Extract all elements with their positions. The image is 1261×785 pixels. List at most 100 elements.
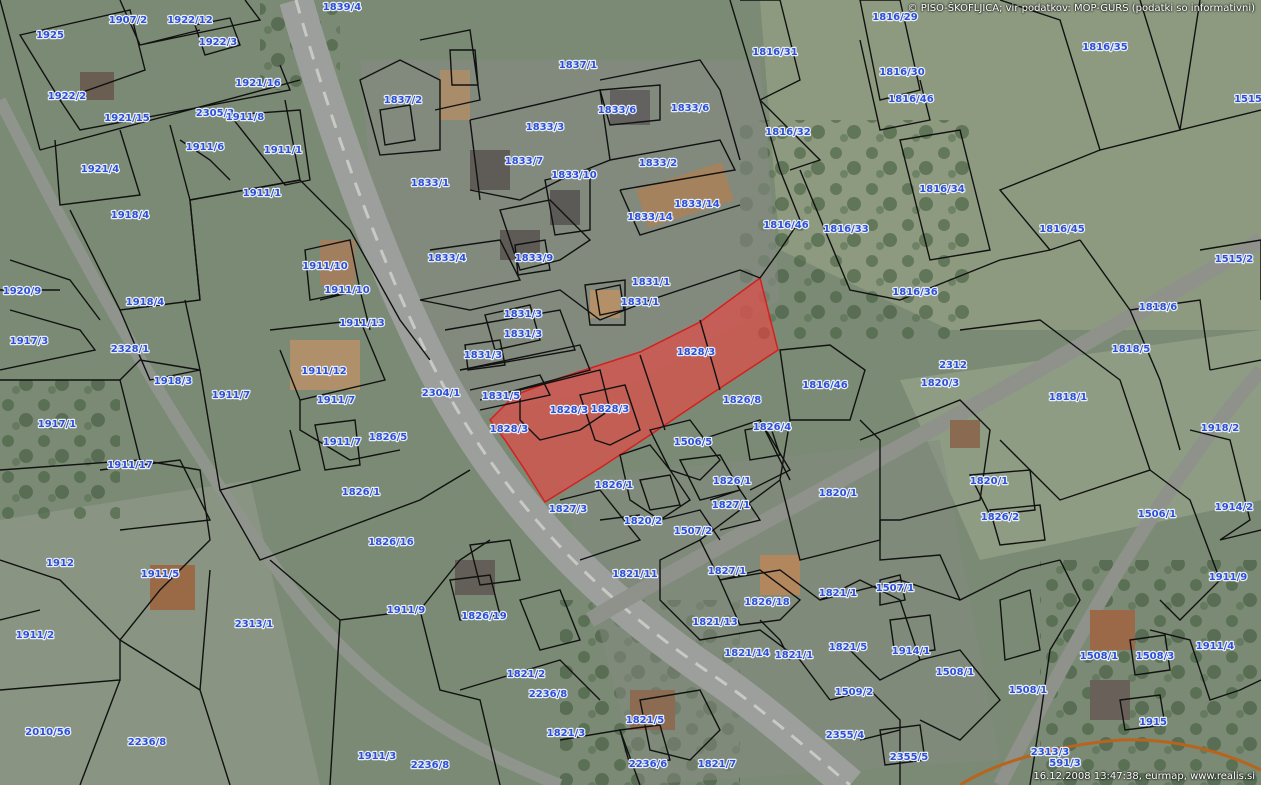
parcel-label: 1508/1 [1009,685,1047,696]
parcel-label: 1911/8 [226,112,264,123]
parcel-label: 1816/46 [802,380,847,391]
parcel-label: 2236/8 [529,689,567,700]
parcel-label: 1816/35 [1082,42,1127,53]
parcel-label: 1911/7 [317,395,355,406]
parcel-label: 1911/9 [387,605,425,616]
parcel-label: 1831/3 [504,309,542,320]
parcel-label: 1911/10 [324,285,369,296]
parcel-label: 591/3 [1049,758,1081,769]
parcel-label: 1821/5 [626,715,664,726]
village-area [360,60,780,420]
parcel-label: 1831/5 [482,391,520,402]
parcel-label: 1820/1 [819,488,857,499]
parcel-label: 1818/5 [1112,344,1150,355]
parcel-label: 1818/6 [1139,302,1177,313]
parcel-label: 1833/10 [551,170,596,181]
parcel-label: 1911/17 [107,460,152,471]
parcel-label: 2010/56 [25,727,70,738]
parcel-label: 1816/32 [765,127,810,138]
parcel-label: 1509/2 [835,687,873,698]
buildings [80,70,1135,730]
parcel-label: 1911/9 [1209,572,1247,583]
parcel-label: 1816/46 [763,220,808,231]
highlighted-parcel-polygon[interactable] [489,276,779,504]
parcel-label: 1831/1 [632,277,670,288]
parcel-label: 1816/34 [919,184,964,195]
parcel-label: 1828/3 [591,404,629,415]
parcel-label: 1833/7 [505,156,543,167]
parcel-label: 1911/5 [141,569,179,580]
parcel-label: 1515 [1234,94,1261,105]
parcel-label: 2236/6 [629,759,667,770]
parcel-label: 1833/2 [639,158,677,169]
parcel-label: 1820/3 [921,378,959,389]
parcel-label: 1508/1 [1080,651,1118,662]
parcel-label: 1508/3 [1136,651,1174,662]
parcel-label: 1826/1 [342,487,380,498]
parcel-label: 1816/36 [892,287,937,298]
parcel-label: 1828/3 [550,405,588,416]
parcel-label: 1911/1 [264,145,302,156]
parcel-label: 1911/13 [339,318,384,329]
parcel-label: 1826/1 [713,476,751,487]
rail-line-east [585,233,1261,627]
parcel-label: 1816/46 [888,94,933,105]
parcel-label: 1826/2 [981,512,1019,523]
parcel-label: 1922/12 [167,15,212,26]
parcel-label: 1833/6 [671,103,709,114]
parcel-label: 1837/1 [559,60,597,71]
parcel-label: 2305/3 [196,108,234,119]
parcel-label: 1911/4 [1196,641,1234,652]
parcel-label: 1831/3 [464,350,502,361]
parcel-label: 1911/12 [301,366,346,377]
parcel-label: 1826/4 [753,422,791,433]
meadow-east [900,330,1261,560]
parcel-label: 1515/2 [1215,254,1253,265]
parcel-label: 1507/2 [674,526,712,537]
parcel-label: 1827/3 [549,504,587,515]
parcel-label: 1506/5 [674,437,712,448]
parcel-label: 1816/29 [872,12,917,23]
parcel-label: 1821/11 [612,569,657,580]
parcel-label: 1911/1 [243,188,281,199]
parcel-label: 1921/4 [81,164,119,175]
parcel-label: 1820/1 [970,476,1008,487]
parcel-label: 1816/45 [1039,224,1084,235]
road-centerline [294,0,851,785]
parcel-label: 1833/14 [627,212,672,223]
map-timestamp: 16.12.2008 13:47:38, eurmap, www.realis.… [1033,771,1255,782]
parcel-label: 1911/7 [323,437,361,448]
parcel-label: 1816/33 [823,224,868,235]
parcel-label: 1918/4 [111,210,149,221]
parcel-label: 1826/19 [461,611,506,622]
parcel-label: 1827/1 [708,566,746,577]
parcel-label: 1828/3 [677,347,715,358]
parcel-label: 1914/1 [892,646,930,657]
map-attribution: © PISO-ŠKOFLJICA; vir podatkov: MOP-GURS… [907,3,1255,14]
road-east [993,365,1261,785]
parcel-label: 1833/6 [598,105,636,116]
parcel-label: 1816/30 [879,67,924,78]
parcel-label: 1826/8 [723,395,761,406]
forest-patch [740,120,970,340]
parcel-label: 1839/4 [323,2,361,13]
parcel-label: 1912 [46,558,74,569]
parcel-label: 1921/16 [235,78,280,89]
parcel-label: 2313/1 [235,619,273,630]
parcel-label: 1820/2 [624,516,662,527]
parcel-label: 1816/31 [752,47,797,58]
forest-patch-west [0,380,120,520]
parcel-label: 1833/14 [674,199,719,210]
parcel-label: 1821/13 [692,617,737,628]
parcel-label: 1833/9 [515,253,553,264]
parcel-label: 1507/1 [876,583,914,594]
parcel-label: 2312 [939,360,967,371]
parcel-label: 1837/2 [384,95,422,106]
parcel-label: 2355/4 [826,730,864,741]
parcel-label: 1827/1 [712,500,750,511]
parcel-label: 2328/1 [111,344,149,355]
